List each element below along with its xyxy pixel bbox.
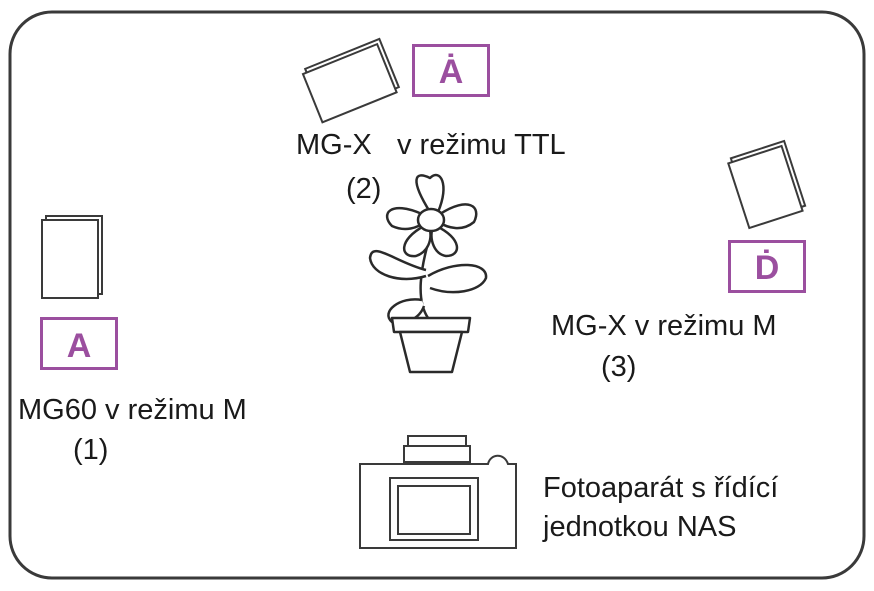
- frame-border: [8, 10, 866, 580]
- flash-1-number: (1): [73, 434, 109, 466]
- camera-label-line1: Fotoaparát s řídící: [543, 472, 779, 504]
- flash-1-label: MG60 v režimu M: [18, 394, 247, 426]
- flash-2-label-mode: v režimu TTL: [397, 129, 566, 161]
- channel-letter-1: A: [66, 327, 92, 365]
- flash-unit-1-icon: [41, 215, 103, 299]
- flash-unit-2-icon: [301, 37, 401, 124]
- flash-3-number: (3): [601, 351, 637, 383]
- flash-3-label: MG-X v režimu M: [551, 310, 777, 342]
- camera-label-line2: jednotkou NAS: [543, 511, 737, 543]
- flash-2-label-model: MG-X: [296, 129, 372, 161]
- potted-flower-icon: [368, 173, 488, 374]
- flash-unit-3-icon: [727, 139, 807, 230]
- camera-icon: [359, 435, 517, 549]
- channel-badge-3: Ḋ: [728, 240, 806, 293]
- flash-2-number: (2): [346, 173, 382, 205]
- channel-letter-2: Ȧ: [438, 53, 464, 91]
- channel-badge-2: Ȧ: [412, 44, 490, 97]
- channel-badge-1: A: [40, 317, 118, 370]
- channel-letter-3: Ḋ: [754, 249, 780, 287]
